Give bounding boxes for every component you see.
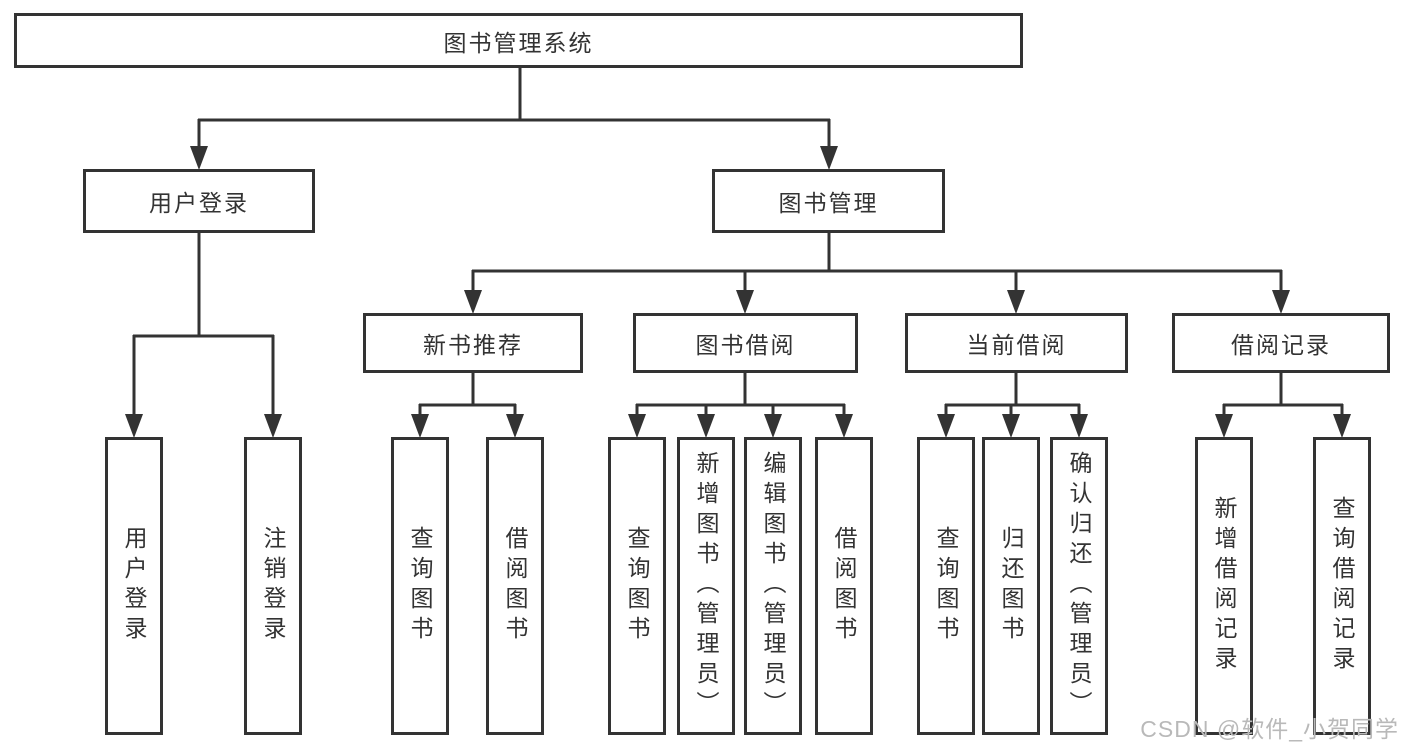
- node-current-borrowing: 当前借阅: [905, 313, 1128, 373]
- node-add-borrow-record: 新增借阅记录: [1195, 437, 1253, 735]
- node-book-borrowing: 图书借阅: [633, 313, 858, 373]
- node-borrow-books: 借阅图书: [815, 437, 873, 735]
- node-library-management-system: 图书管理系统: [14, 13, 1023, 68]
- node-query-books: 查询图书: [391, 437, 449, 735]
- node-user-login: 用户登录: [83, 169, 315, 233]
- node-edit-book-admin: 编辑图书（管理员）: [744, 437, 802, 735]
- node-add-book-admin: 新增图书（管理员）: [677, 437, 735, 735]
- node-query-books: 查询图书: [608, 437, 666, 735]
- node-logout: 注销登录: [244, 437, 302, 735]
- node-query-books: 查询图书: [917, 437, 975, 735]
- csdn-watermark: CSDN @软件_小贺同学: [1140, 716, 1399, 742]
- node-new-book-recommend: 新书推荐: [363, 313, 583, 373]
- node-query-borrow-record: 查询借阅记录: [1313, 437, 1371, 735]
- node-confirm-return-admin: 确认归还（管理员）: [1050, 437, 1108, 735]
- node-book-management: 图书管理: [712, 169, 945, 233]
- node-return-books: 归还图书: [982, 437, 1040, 735]
- node-borrow-books: 借阅图书: [486, 437, 544, 735]
- node-borrow-records: 借阅记录: [1172, 313, 1390, 373]
- node-user-login-leaf: 用户登录: [105, 437, 163, 735]
